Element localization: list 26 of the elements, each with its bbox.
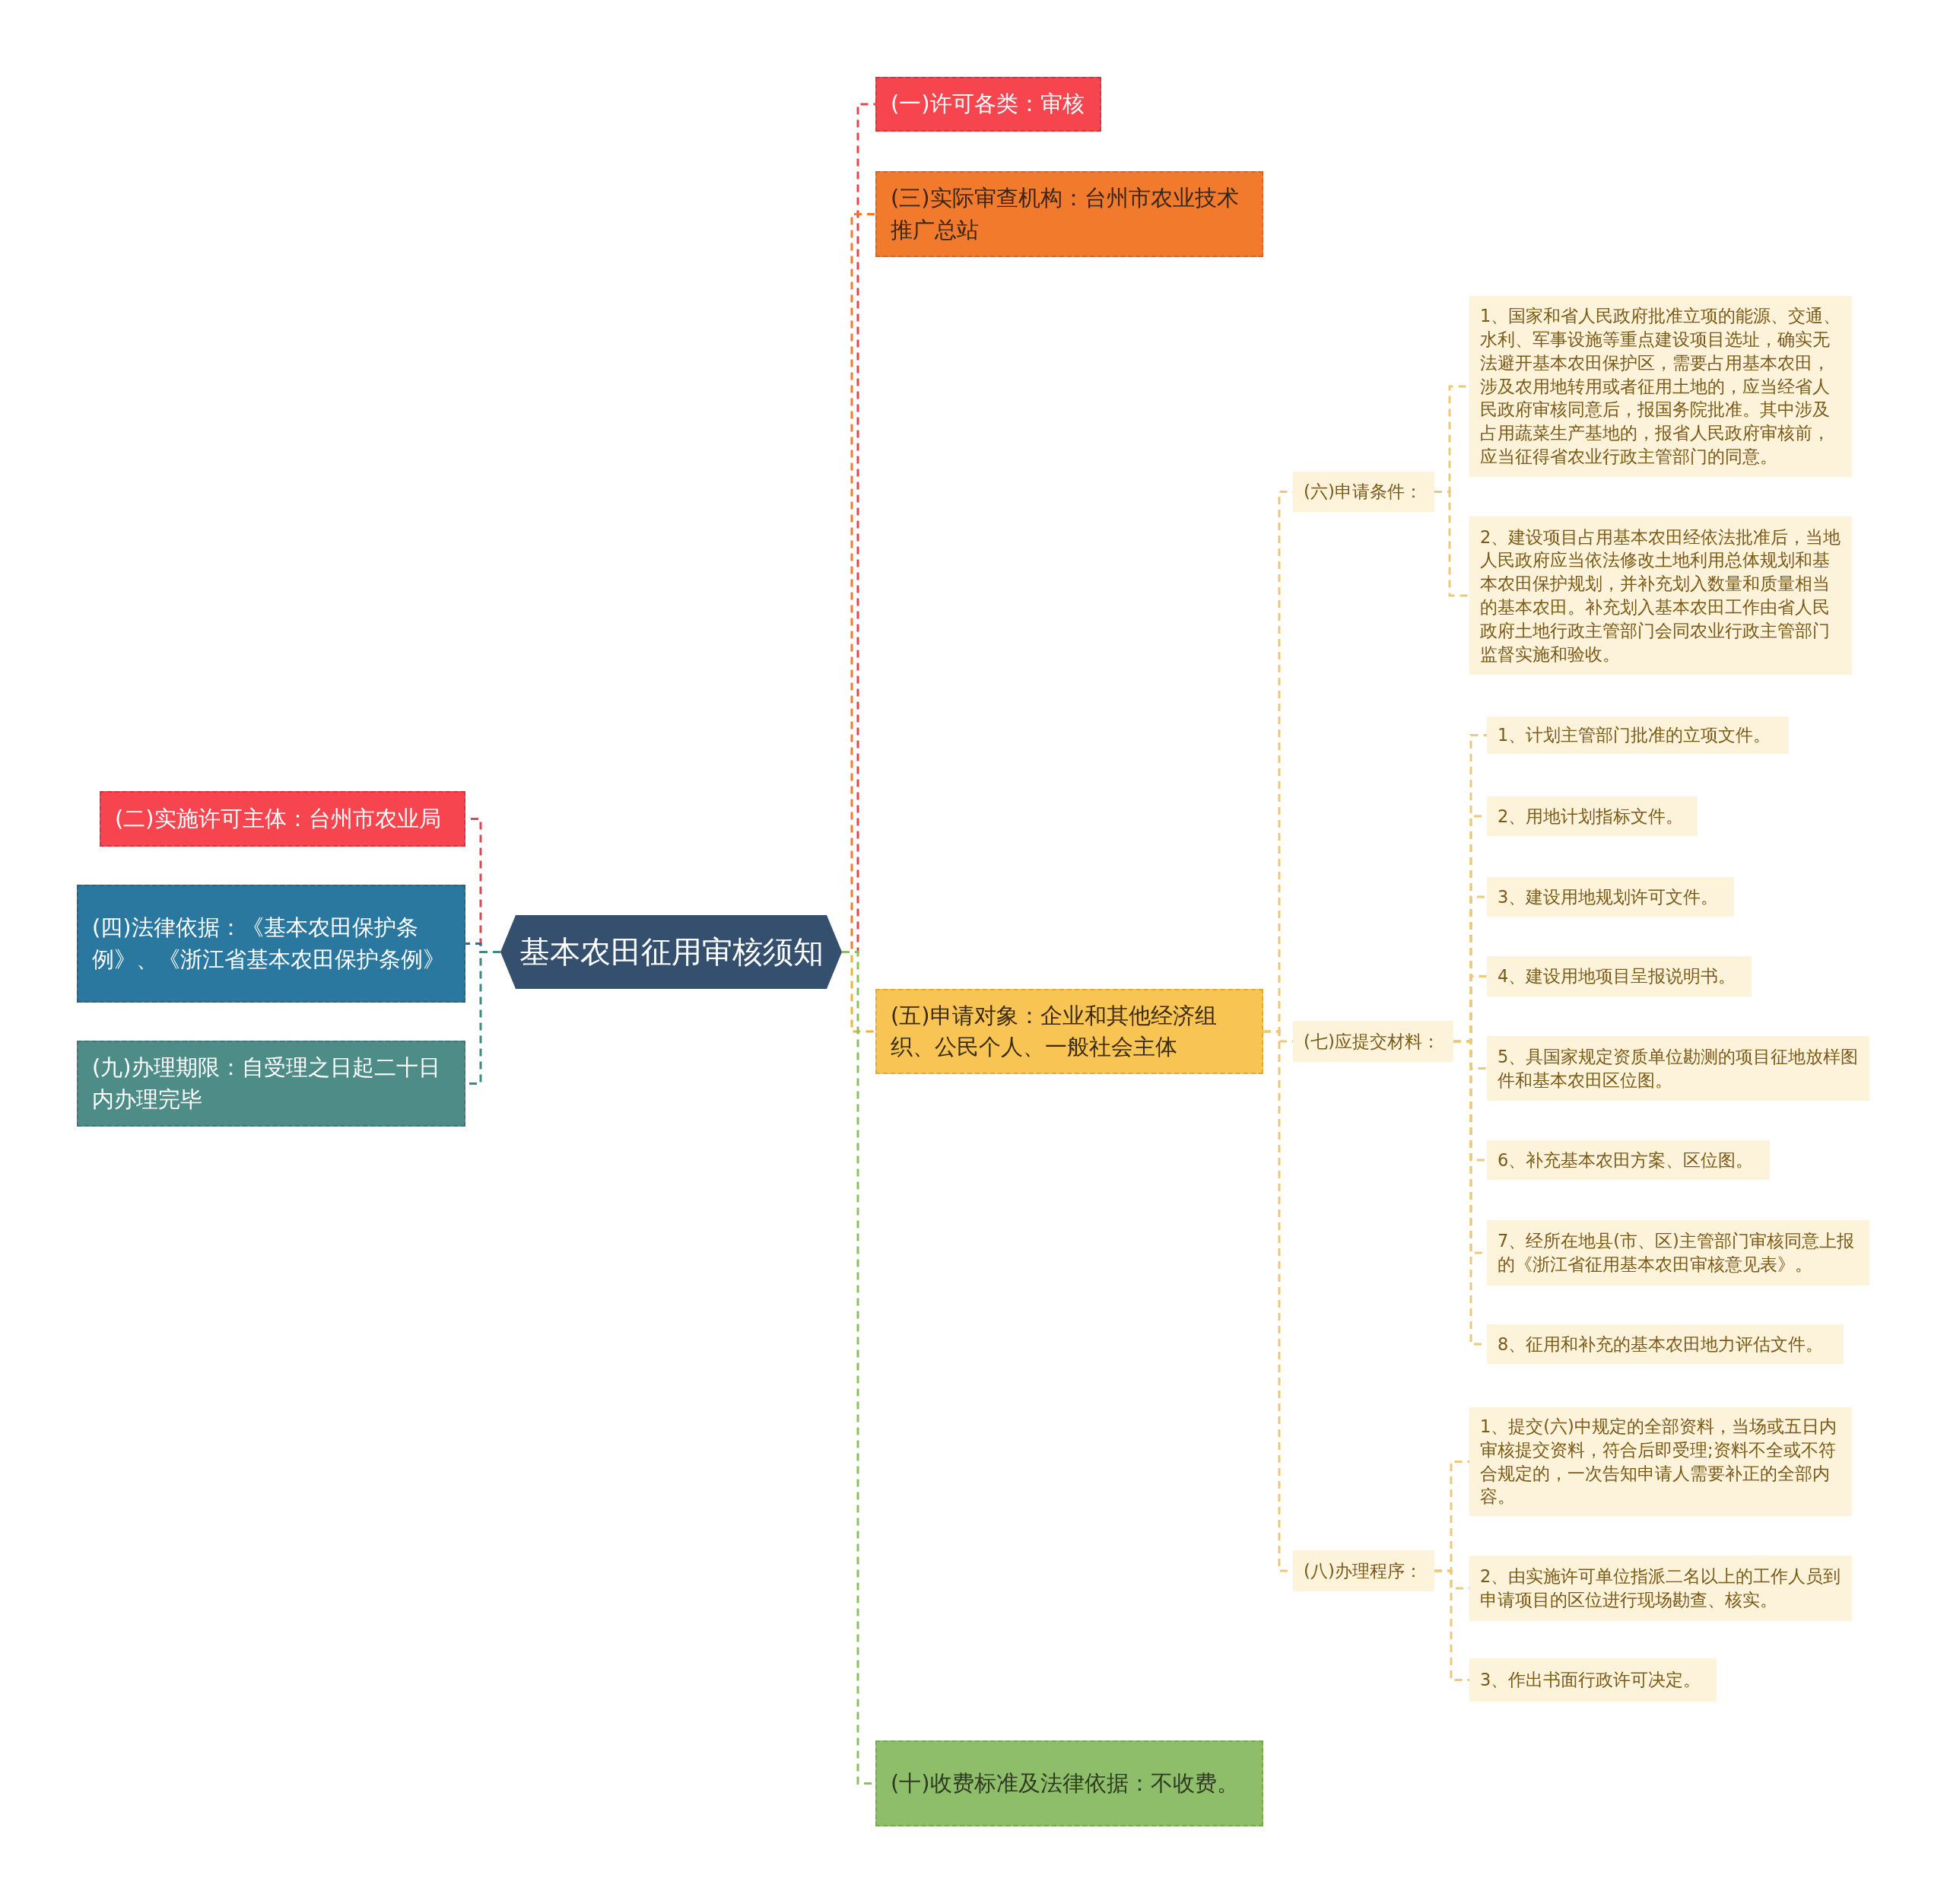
detail-box: 2、建设项目占用基本农田经依法批准后，当地人民政府应当依法修改土地利用总体规划和基本农田保护规划，并补充划入数量和质量相当的基本农田。补充划入基本农田工作由省人民政府土地行政主管部门会同农业行政主管部门监督实施和验收。	[1469, 517, 1852, 675]
topic-box: (九)办理期限：自受理之日起二十日内办理完毕	[77, 1041, 465, 1127]
topic-box: (五)申请对象：企业和其他经济组织、公民个人、一般社会主体	[875, 989, 1263, 1074]
detail-box: 2、由实施许可单位指派二名以上的工作人员到申请项目的区位进行现场勘查、核实。	[1469, 1556, 1852, 1621]
topic-box: (四)法律依据：《基本农田保护条例》、《浙江省基本农田保护条例》	[77, 885, 465, 1003]
detail-box: 6、补充基本农田方案、区位图。	[1487, 1140, 1770, 1180]
subtopic-box: (七)应提交材料：	[1293, 1021, 1453, 1062]
topic-box: (一)许可各类：审核	[875, 77, 1101, 132]
topic-box: (十)收费标准及法律依据：不收费。	[875, 1740, 1263, 1826]
detail-box: 3、作出书面行政许可决定。	[1469, 1658, 1717, 1702]
detail-box: 8、征用和补充的基本农田地力评估文件。	[1487, 1324, 1844, 1364]
subtopic-box: (六)申请条件：	[1293, 472, 1434, 512]
central-topic-hexagon: 基本农田征用审核须知	[500, 915, 842, 989]
detail-box: 3、建设用地规划许可文件。	[1487, 877, 1734, 917]
detail-box: 2、用地计划指标文件。	[1487, 796, 1698, 836]
detail-box: 1、计划主管部门批准的立项文件。	[1487, 717, 1789, 754]
subtopic-box: (八)办理程序：	[1293, 1550, 1434, 1591]
detail-box: 1、国家和省人民政府批准立项的能源、交通、水利、军事设施等重点建设项目选址，确实无法避开基本农田保护区，需要占用基本农田，涉及农用地转用或者征用土地的，应当经省人民政府审核同意后，报国务院批准。其中涉及占用蔬菜生产基地的，报省人民政府审核前，应当征得省农业行政主管部门的同意。	[1469, 296, 1852, 477]
topic-box: (三)实际审查机构：台州市农业技术推广总站	[875, 171, 1263, 257]
detail-box: 4、建设用地项目呈报说明书。	[1487, 956, 1752, 997]
detail-box: 1、提交(六)中规定的全部资料，当场或五日内审核提交资料，符合后即受理;资料不全或不符合规定的，一次告知申请人需要补正的全部内容。	[1469, 1407, 1852, 1516]
connector	[1434, 491, 1469, 597]
connector	[1434, 1569, 1469, 1681]
detail-box: 7、经所在地县(市、区)主管部门审核同意上报的《浙江省征用基本农田审核意见表》。	[1487, 1220, 1869, 1286]
topic-box: (二)实施许可主体：台州市农业局	[100, 791, 465, 847]
detail-box: 5、具国家规定资质单位勘测的项目征地放样图件和基本农田区位图。	[1487, 1036, 1869, 1101]
